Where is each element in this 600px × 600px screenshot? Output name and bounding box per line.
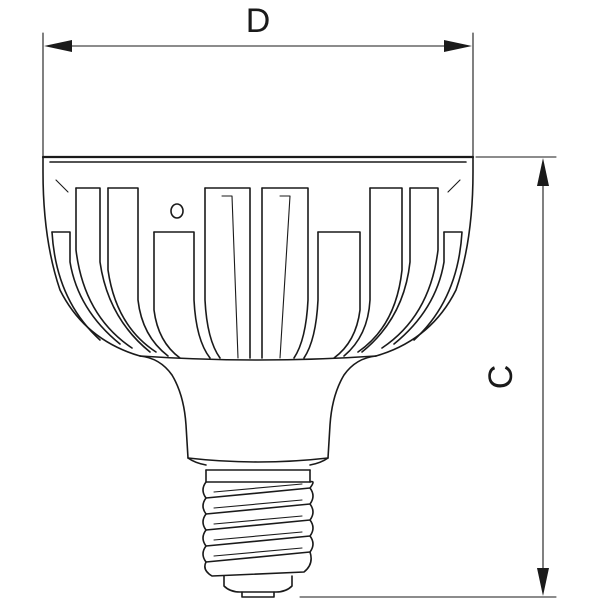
fin-center-left — [204, 187, 251, 359]
height-dimension: C — [299, 156, 557, 598]
fin-left-4-inner — [153, 231, 181, 359]
width-label: D — [246, 2, 271, 40]
height-label: C — [482, 365, 520, 390]
lamp-head — [41, 155, 475, 359]
fin-right-2-inner — [361, 187, 411, 353]
head-outline-left — [42, 156, 141, 357]
height-arrowhead-bottom — [537, 568, 549, 596]
fin-left-1 — [51, 231, 121, 345]
thread-highlights — [213, 483, 303, 557]
fin-left-2-inner — [75, 187, 133, 349]
thread-6 — [204, 551, 312, 577]
width-arrowhead-right — [444, 40, 472, 52]
base-contact-insulator — [223, 575, 293, 593]
fin-center-right — [261, 187, 309, 359]
fin-center-left-ridge — [221, 195, 239, 359]
thread-5 — [202, 535, 314, 563]
fin-center-right-ridge — [279, 195, 291, 359]
fin-left-2 — [75, 187, 151, 353]
neck-top-edge — [139, 355, 377, 361]
lamp-neck — [139, 355, 377, 466]
neck-outline-left — [139, 355, 207, 466]
base-collar-sides — [205, 469, 311, 483]
fin-right-3 — [357, 187, 403, 353]
fin-right-4 — [317, 231, 361, 359]
screw-base — [202, 469, 314, 598]
fin-right-1-inner — [393, 231, 445, 345]
width-arrowhead-left — [44, 40, 72, 52]
neck-bottom-edge — [187, 457, 329, 463]
thread-2 — [202, 487, 314, 515]
neck-outline-right — [309, 355, 377, 466]
fin-right-4-inner — [303, 231, 319, 359]
base-contact-tip — [241, 591, 275, 598]
mounting-hole — [170, 203, 184, 219]
fin-left-1-inner — [51, 231, 101, 341]
fin-left-4 — [153, 231, 211, 359]
fin-left-3-inner — [107, 187, 157, 353]
fin-left-3 — [107, 187, 169, 357]
head-outline-right — [375, 156, 474, 357]
fin-right-2 — [381, 187, 439, 349]
thread-4 — [202, 519, 314, 547]
height-arrowhead-top — [537, 158, 549, 186]
width-dimension: D — [42, 2, 474, 159]
fin-center-left-outer — [204, 187, 221, 359]
head-rim-corner-lines — [55, 179, 461, 193]
thread-3 — [202, 503, 314, 531]
fin-right-3-inner — [343, 187, 371, 357]
fin-right-1 — [413, 231, 463, 341]
